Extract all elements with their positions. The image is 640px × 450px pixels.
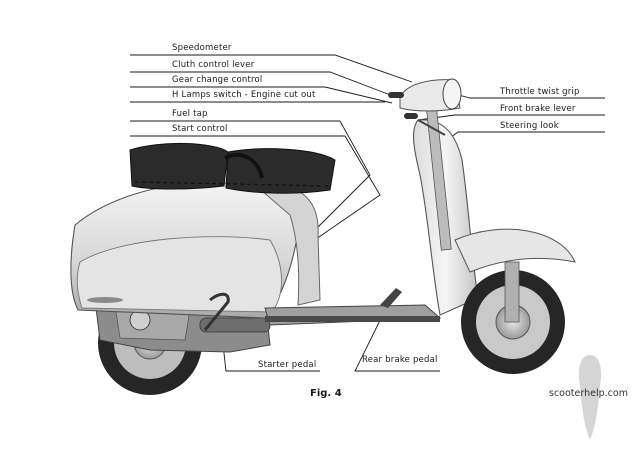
leader-clutch (130, 71, 394, 97)
label-speedometer: Speedometer (172, 43, 232, 53)
label-gear-change-control: Gear change control (172, 75, 263, 85)
label-rear-brake-pedal: Rear brake pedal (362, 355, 438, 365)
rear-body (70, 181, 299, 319)
label-clutch-control-lever: Cluth control lever (172, 60, 255, 70)
leader-start (130, 135, 381, 251)
label-throttle-twist-grip: Throttle twist grip (500, 87, 580, 97)
leader-speedometer (130, 54, 413, 83)
watermark-emblem (578, 355, 602, 440)
pedals (203, 288, 402, 331)
label-fuel-tap: Fuel tap (172, 109, 208, 119)
floorboard (264, 304, 442, 326)
leader-gear (130, 86, 393, 104)
seat-assembly (129, 142, 336, 194)
label-steering-lock: Steering look (500, 121, 559, 131)
watermark-text: scooterhelp.com (549, 388, 628, 399)
label-starter-pedal: Starter pedal (258, 360, 317, 370)
front-wheel (461, 261, 565, 374)
leader-fuel (130, 120, 371, 246)
label-front-brake-lever: Front brake lever (500, 104, 576, 114)
front-fender (454, 228, 576, 273)
label-start-control: Start control (172, 124, 228, 134)
steering-assembly (388, 78, 462, 251)
leader-lines-left (130, 54, 413, 251)
label-lamps-switch: H Lamps switch - Engine cut out (172, 90, 316, 100)
leader-front-brake (417, 114, 605, 121)
leader-steering-lock (439, 131, 605, 146)
figure-caption: Fig. 4 (310, 388, 342, 399)
